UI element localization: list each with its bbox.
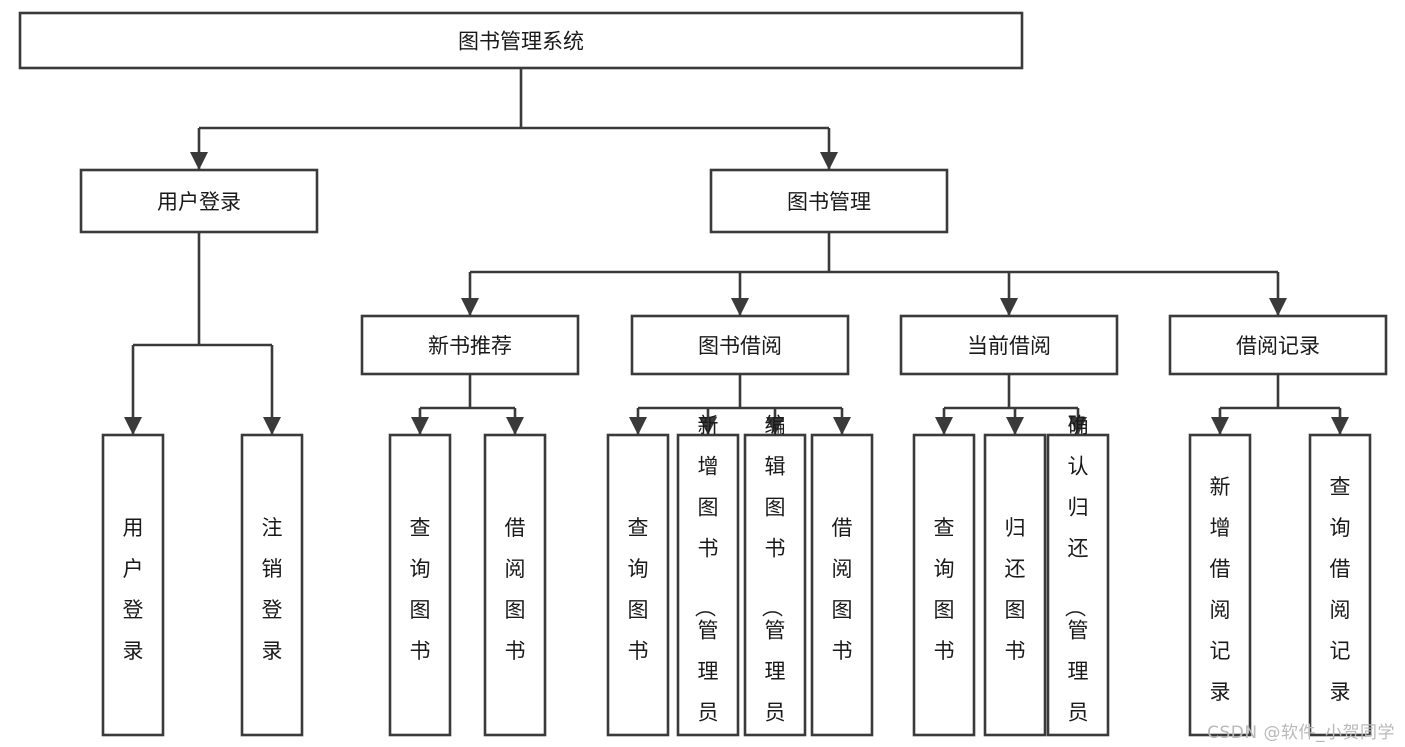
- arrow-head-icon: [629, 417, 647, 435]
- node-leaf-confirm-return[interactable]: 确认归还（管理员）: [1046, 413, 1110, 747]
- arrow-head-icon: [411, 417, 429, 435]
- node-new-book-rec[interactable]: 新书推荐: [360, 314, 580, 376]
- node-label: 图书借阅: [698, 334, 782, 358]
- nodes-layer: 图书管理系统用户登录图书管理新书推荐图书借阅当前借阅借阅记录用户登录注销登录查询…: [18, 11, 1388, 747]
- node-label: 归还图书: [1005, 516, 1026, 663]
- node-label: 查询图书: [628, 516, 649, 663]
- node-label: 新增图书（管理员）: [693, 413, 719, 747]
- node-label: 借阅图书: [832, 516, 853, 663]
- node-leaf-query-record[interactable]: 查询借阅记录: [1308, 433, 1372, 737]
- node-label: 用户登录: [157, 190, 241, 214]
- arrow-head-icon: [461, 298, 479, 316]
- arrow-head-icon: [833, 417, 851, 435]
- node-label: 确认归还（管理员）: [1063, 413, 1089, 747]
- node-leaf-return-book[interactable]: 归还图书: [983, 433, 1047, 737]
- node-user-login[interactable]: 用户登录: [79, 168, 319, 234]
- node-label: 编辑图书（管理员）: [760, 413, 786, 747]
- arrow-head-icon: [935, 417, 953, 435]
- node-label: 注销登录: [262, 516, 283, 663]
- node-root-图书管理系统[interactable]: 图书管理系统: [18, 11, 1024, 70]
- arrow-head-icon: [1211, 417, 1229, 435]
- node-label: 图书管理系统: [458, 30, 584, 54]
- node-leaf-query-book-3[interactable]: 查询图书: [912, 433, 976, 737]
- node-book-manage[interactable]: 图书管理: [709, 168, 949, 234]
- node-leaf-query-book-2[interactable]: 查询图书: [606, 433, 670, 737]
- arrow-head-icon: [1069, 417, 1087, 435]
- node-leaf-query-book-1[interactable]: 查询图书: [388, 433, 452, 737]
- node-label: 新增借阅记录: [1210, 475, 1231, 704]
- arrow-head-icon: [124, 417, 142, 435]
- arrow-head-icon: [190, 152, 208, 170]
- node-leaf-user-logout[interactable]: 注销登录: [240, 433, 304, 737]
- node-label: 新书推荐: [428, 334, 512, 358]
- arrow-head-icon: [731, 298, 749, 316]
- node-leaf-borrow-book-2[interactable]: 借阅图书: [810, 433, 874, 737]
- node-borrow-record[interactable]: 借阅记录: [1168, 314, 1388, 376]
- node-label: 用户登录: [123, 516, 144, 663]
- node-label: 当前借阅: [967, 334, 1051, 358]
- node-book-borrow[interactable]: 图书借阅: [630, 314, 850, 376]
- arrow-head-icon: [1269, 298, 1287, 316]
- node-leaf-borrow-book-1[interactable]: 借阅图书: [483, 433, 547, 737]
- arrow-head-icon: [766, 417, 784, 435]
- connectors-layer: [124, 68, 1349, 435]
- node-label: 借阅记录: [1236, 334, 1320, 358]
- node-label: 查询图书: [934, 516, 955, 663]
- node-label: 借阅图书: [505, 516, 526, 663]
- node-current-borrow[interactable]: 当前借阅: [899, 314, 1119, 376]
- node-leaf-add-book[interactable]: 新增图书（管理员）: [676, 413, 740, 747]
- node-label: 查询图书: [410, 516, 431, 663]
- arrow-head-icon: [699, 417, 717, 435]
- node-label: 图书管理: [787, 190, 871, 214]
- watermark-text: CSDN @软件_小贺同学: [1207, 723, 1395, 743]
- node-leaf-edit-book[interactable]: 编辑图书（管理员）: [743, 413, 807, 747]
- node-label: 查询借阅记录: [1330, 475, 1351, 704]
- arrow-head-icon: [1331, 417, 1349, 435]
- arrow-head-icon: [506, 417, 524, 435]
- node-leaf-user-login[interactable]: 用户登录: [101, 433, 165, 737]
- arrow-head-icon: [263, 417, 281, 435]
- arrow-head-icon: [1000, 298, 1018, 316]
- arrow-head-icon: [820, 152, 838, 170]
- node-leaf-add-record[interactable]: 新增借阅记录: [1188, 433, 1252, 737]
- arrow-head-icon: [1006, 417, 1024, 435]
